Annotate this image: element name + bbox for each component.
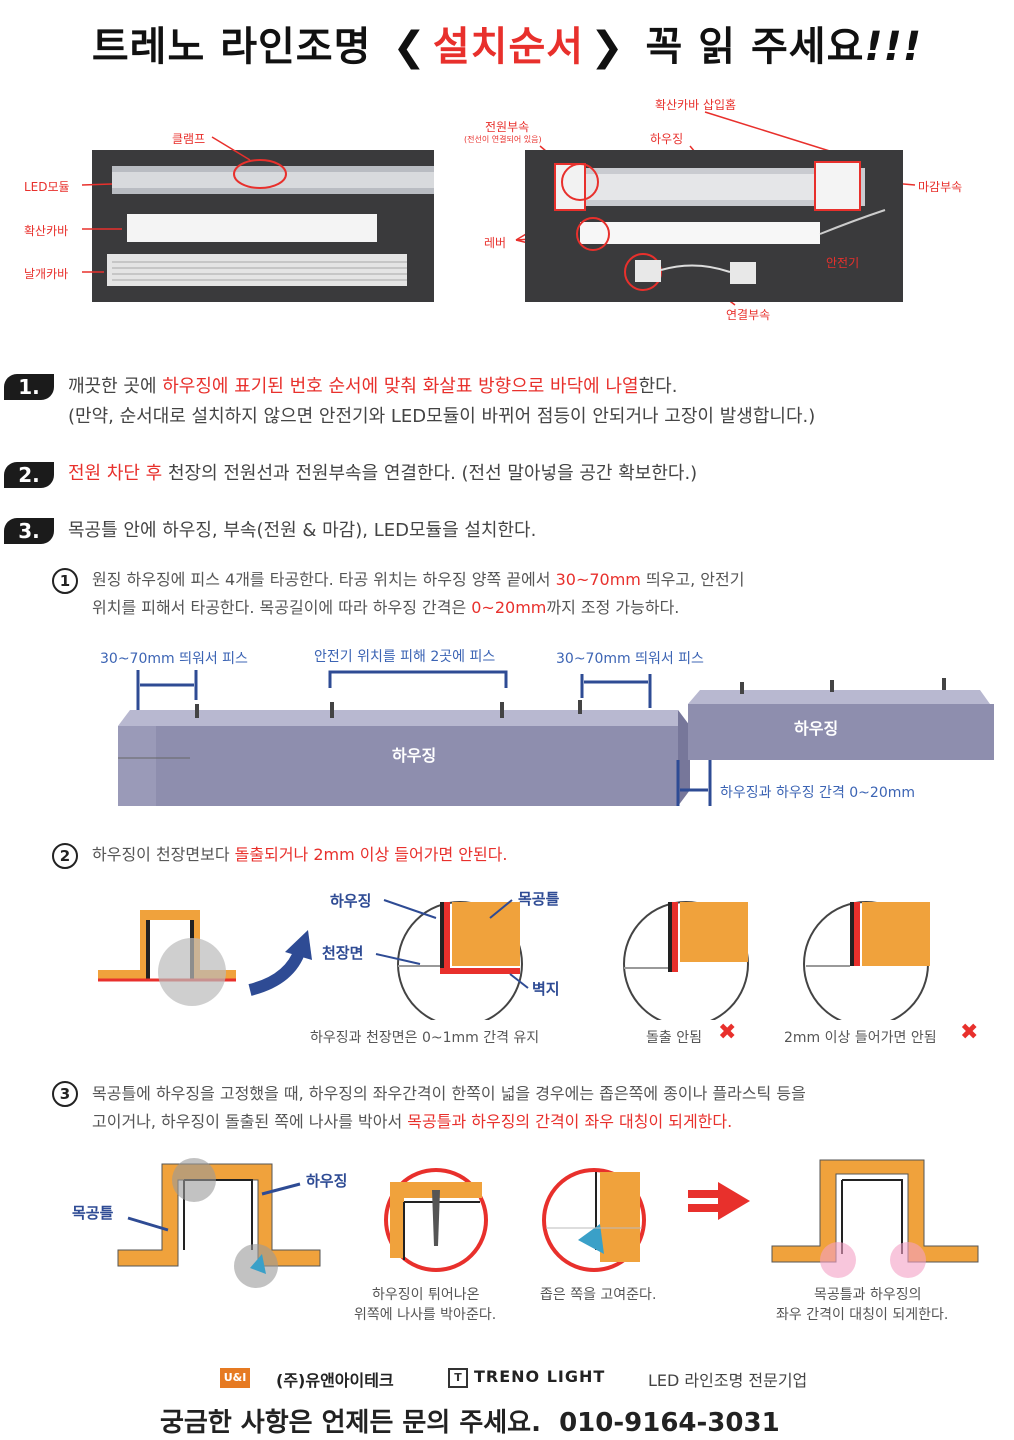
title-exclaim: !!!	[864, 24, 923, 70]
dim-label-right: 30~70mm 띄워서 피스	[556, 651, 704, 667]
sub-1-line-1: 원징 하우징에 피스 4개를 타공한다. 타공 위치는 하우징 양쪽 끝에서 3…	[92, 566, 744, 594]
label-clamp: 클램프	[172, 132, 206, 146]
x-icon: ✖	[718, 1020, 737, 1045]
bad-caption-1: 돌출 안됨	[646, 1030, 702, 1046]
sub-1-line-2-highlight: 0~20mm	[471, 598, 547, 617]
sub-3-line-2a: 고이거나, 하우징이 돌출된 쪽에 나사를 박아서	[92, 1112, 408, 1131]
housing-spacing-diagram	[118, 670, 994, 806]
caption-symmetric-2: 좌우 간격이 대칭이 되게한다.	[776, 1307, 949, 1323]
brand-logo: T	[448, 1368, 468, 1388]
step-1-pre: 깨끗한 곳에	[68, 376, 163, 397]
caption-screw-1: 하우징이 튀어나온	[372, 1287, 480, 1303]
callout-housing: 하우징	[330, 892, 372, 910]
caption-shim: 좁은 쪽을 고여준다.	[540, 1287, 657, 1303]
page-title: 트레노 라인조명 ❮설치순서❯ 꼭 읽 주세요!!!	[0, 14, 1014, 72]
company-logo: U&I	[220, 1368, 250, 1388]
title-close-bracket: ❯	[590, 24, 625, 70]
ceiling-flush-diagram	[98, 899, 930, 1020]
title-brand: 트레노 라인조명	[91, 24, 372, 70]
callout-frame: 목공틀	[518, 890, 560, 908]
step-1-highlight: 하우징에 표기된 번호 순서에 맞춰 화살표 방향으로 바닥에 나열	[162, 376, 639, 397]
housing-label-a: 하우징	[392, 746, 437, 765]
step-2-post: 천장의 전원선과 전원부속을 연결한다. (전선 말아넣을 공간 확보한다.)	[162, 463, 698, 484]
callout-frame-2: 목공틀	[72, 1204, 114, 1222]
sub-1-number: 1	[52, 568, 78, 594]
step-3-text: 목공틀 안에 하우징, 부속(전원 & 마감), LED모듈을 설치한다.	[68, 520, 537, 541]
label-diffuser-slot: 확산카바 삽입홈	[655, 98, 737, 112]
phone-number: 010-9164-3031	[559, 1408, 780, 1438]
step-2-text: 전원 차단 후 천장의 전원선과 전원부속을 연결한다. (전선 말아넣을 공간…	[68, 459, 697, 489]
title-highlight: 설치순서	[432, 24, 585, 70]
callout-housing-2: 하우징	[306, 1172, 348, 1190]
label-led-module: LED모듈	[24, 180, 70, 194]
contact-label: 궁금한 사항은 언제든 문의 주세요.	[160, 1408, 541, 1438]
parts-photo-left-drawing	[107, 159, 434, 286]
title-open-bracket: ❮	[392, 24, 427, 70]
contact-line: 궁금한 사항은 언제든 문의 주세요. 010-9164-3031	[160, 1402, 780, 1439]
company-name: (주)유앤아이테크	[276, 1371, 394, 1390]
sub-2-pre: 하우징이 천장면보다	[92, 845, 235, 864]
label-power-note: (전선이 연결되어 있음)	[464, 135, 542, 144]
step-1-badge: 1.	[4, 374, 54, 400]
step-1-note: (만약, 순서대로 설치하지 않으면 안전기와 LED모듈이 바뀌어 점등이 안…	[68, 406, 816, 427]
label-diffuser: 확산카바	[24, 224, 69, 238]
step-2-highlight: 전원 차단 후	[68, 463, 163, 484]
dim-label-left: 30~70mm 띄워서 피스	[100, 651, 248, 667]
label-ballast: 안전기	[826, 256, 860, 270]
housing-label-b: 하우징	[794, 719, 839, 738]
bad-caption-2: 2mm 이상 들어가면 안됨	[784, 1030, 937, 1046]
sub-3-number: 3	[52, 1081, 78, 1107]
sub-3-line-1: 목공틀에 하우징을 고정했을 때, 하우징의 좌우간격이 한쪽이 넓을 경우에는…	[92, 1084, 806, 1103]
step-3-badge: 3.	[4, 518, 54, 544]
label-housing-photo: 하우징	[650, 132, 684, 146]
label-lever: 레버	[484, 236, 507, 250]
tagline: LED 라인조명 전문기업	[648, 1371, 808, 1390]
sub-2-number: 2	[52, 843, 78, 869]
parts-photo-right-drawing	[554, 161, 886, 291]
brand-name: TRENO LIGHT	[474, 1367, 606, 1386]
sub-1-line-1b: 띄우고, 안전기	[640, 570, 745, 589]
caption-screw-2: 위쪽에 나사를 박아준다.	[354, 1307, 497, 1323]
sub-2-text: 하우징이 천장면보다 돌출되거나 2mm 이상 들어가면 안된다.	[92, 841, 508, 869]
sub-1-line-2a: 위치를 피해서 타공한다. 목공길이에 따라 하우징 간격은	[92, 598, 472, 617]
step-1-post: 한다.	[638, 376, 678, 397]
sub-1-line-2: 위치를 피해서 타공한다. 목공길이에 따라 하우징 간격은 0~20mm까지 …	[92, 594, 679, 622]
gap-label: 하우징과 하우징 간격 0~20mm	[720, 785, 915, 801]
label-connector: 연결부속	[726, 308, 771, 322]
sub-1-line-2b: 까지 조정 가능하다.	[546, 598, 680, 617]
label-power-part: 전원부속	[485, 120, 530, 134]
sub-3-line-2-highlight: 목공틀과 하우징의 간격이 좌우 대칭이 되게한다.	[407, 1112, 733, 1131]
dim-label-middle: 안전기 위치를 피해 2곳에 피스	[314, 649, 496, 665]
label-end-part: 마감부속	[918, 180, 963, 194]
caption-symmetric-1: 목공틀과 하우징의	[814, 1287, 922, 1303]
sub-1-line-1-highlight: 30~70mm	[555, 570, 641, 589]
sub-2-highlight: 돌출되거나 2mm 이상 들어가면 안된다.	[234, 845, 508, 864]
callout-wall: 벽지	[532, 980, 560, 998]
parts-photo-right	[525, 150, 903, 302]
step-2-badge: 2.	[4, 462, 54, 488]
title-tail: 꼭 읽 주세요	[645, 24, 865, 70]
sub-1-line-1a: 원징 하우징에 피스 4개를 타공한다. 타공 위치는 하우징 양쪽 끝에서	[92, 570, 556, 589]
parts-photo-left	[92, 150, 434, 302]
ok-caption: 하우징과 천장면은 0~1mm 간격 유지	[310, 1030, 540, 1046]
sub-3-line-2: 고이거나, 하우징이 돌출된 쪽에 나사를 박아서 목공틀과 하우징의 간격이 …	[92, 1108, 732, 1136]
label-wing-cover: 날개카바	[24, 267, 69, 281]
step-1-text: 깨끗한 곳에 하우징에 표기된 번호 순서에 맞춰 화살표 방향으로 바닥에 나…	[68, 372, 677, 402]
symmetry-diagram	[117, 1158, 979, 1288]
x-icon: ✖	[960, 1020, 979, 1045]
callout-ceiling: 천장면	[322, 944, 364, 962]
